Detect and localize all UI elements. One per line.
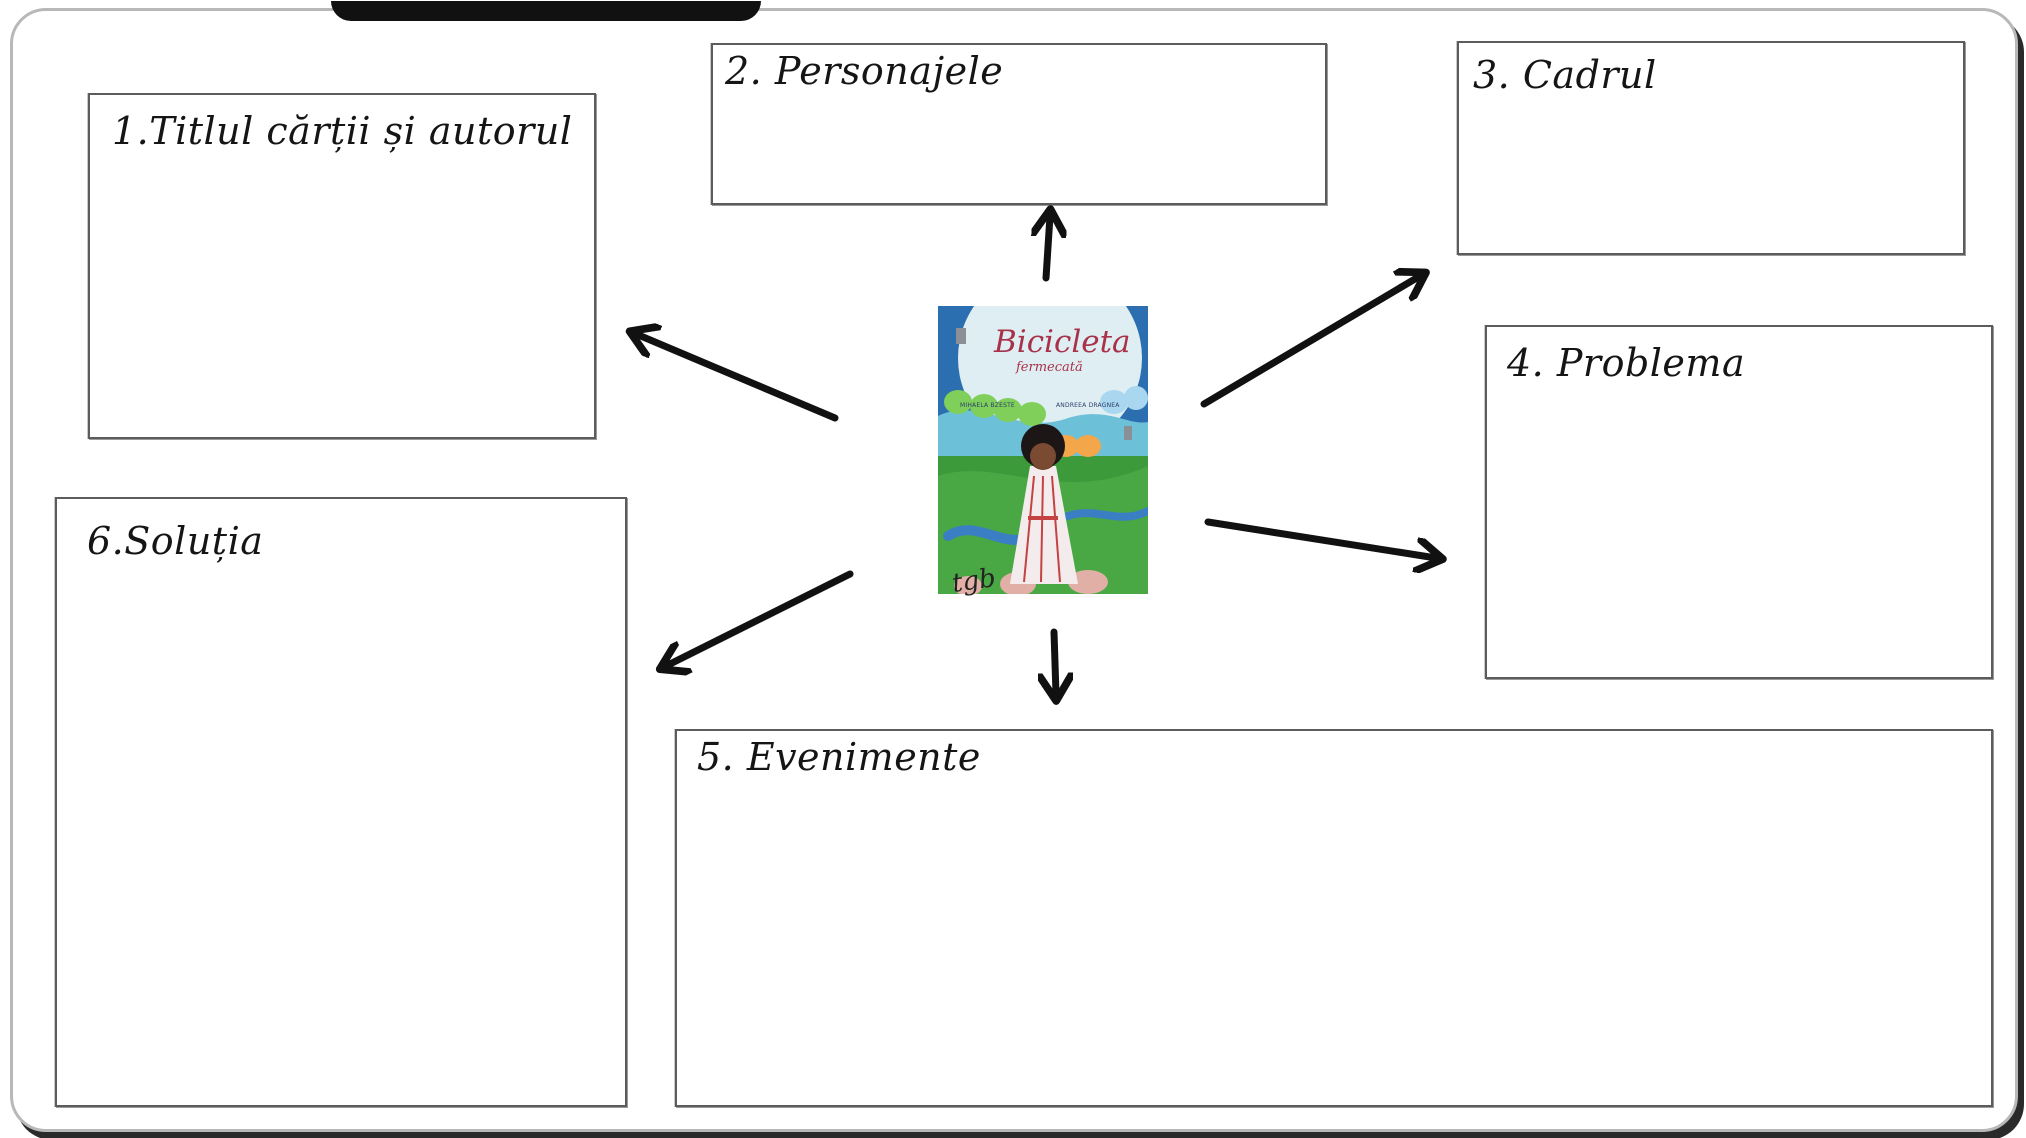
- organizer-board: 1.Titlul cărții și autorul 2. Personajel…: [10, 1, 2018, 1132]
- box-events-label: 5. Evenimente: [697, 735, 981, 779]
- box-characters[interactable]: 2. Personajele: [711, 43, 1327, 205]
- box-title-author-label: 1.Titlul cărții și autorul: [112, 109, 573, 153]
- book-illustrator: ANDREEA DRAGNEA: [1056, 402, 1120, 409]
- board-top-tab: [331, 1, 761, 21]
- box-problem-label: 4. Problema: [1507, 341, 1746, 385]
- book-subtitle: fermecată: [1016, 360, 1083, 375]
- box-setting[interactable]: 3. Cadrul: [1457, 41, 1965, 255]
- box-solution[interactable]: 6.Soluția: [55, 497, 627, 1107]
- box-problem[interactable]: 4. Problema: [1485, 325, 1993, 679]
- watermark: tgb: [950, 563, 998, 599]
- box-title-author[interactable]: 1.Titlul cărții și autorul: [88, 93, 596, 439]
- book-cover-illustration: [938, 306, 1148, 594]
- book-author: MIHAELA BZESTE: [960, 402, 1015, 409]
- box-characters-label: 2. Personajele: [725, 49, 1004, 93]
- box-events[interactable]: 5. Evenimente: [675, 729, 1993, 1107]
- book-title: Bicicleta: [994, 324, 1131, 360]
- box-solution-label: 6.Soluția: [87, 519, 264, 563]
- box-setting-label: 3. Cadrul: [1473, 53, 1657, 97]
- book-cover-image: Bicicleta fermecată MIHAELA BZESTE ANDRE…: [938, 306, 1148, 594]
